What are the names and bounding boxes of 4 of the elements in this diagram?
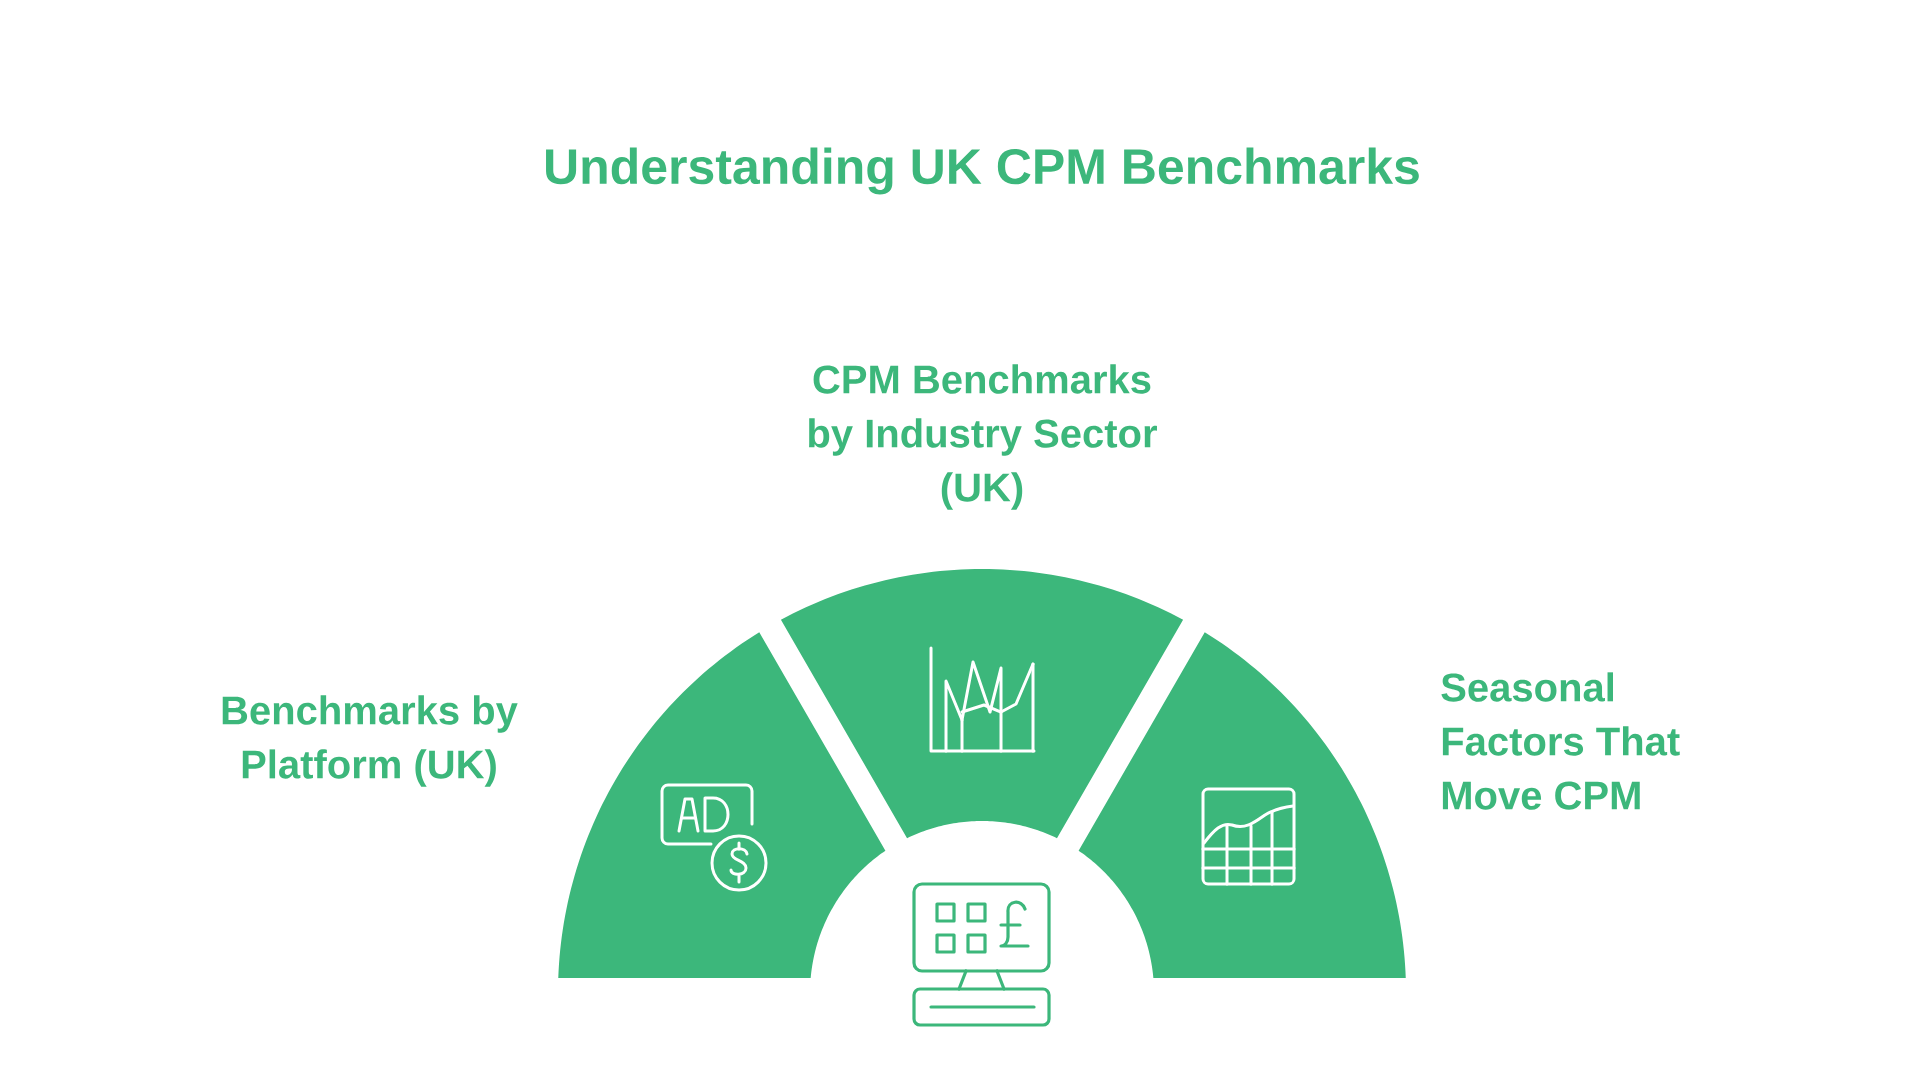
title: Understanding UK CPM Benchmarks <box>546 147 1419 195</box>
segment-label: CPM Benchmarks by Industry Sector (UK) <box>809 364 1157 510</box>
segment-label: Benchmarks by Platform (UK) <box>222 695 518 787</box>
segment-label: Seasonal Factors That Move CPM <box>1441 672 1680 810</box>
